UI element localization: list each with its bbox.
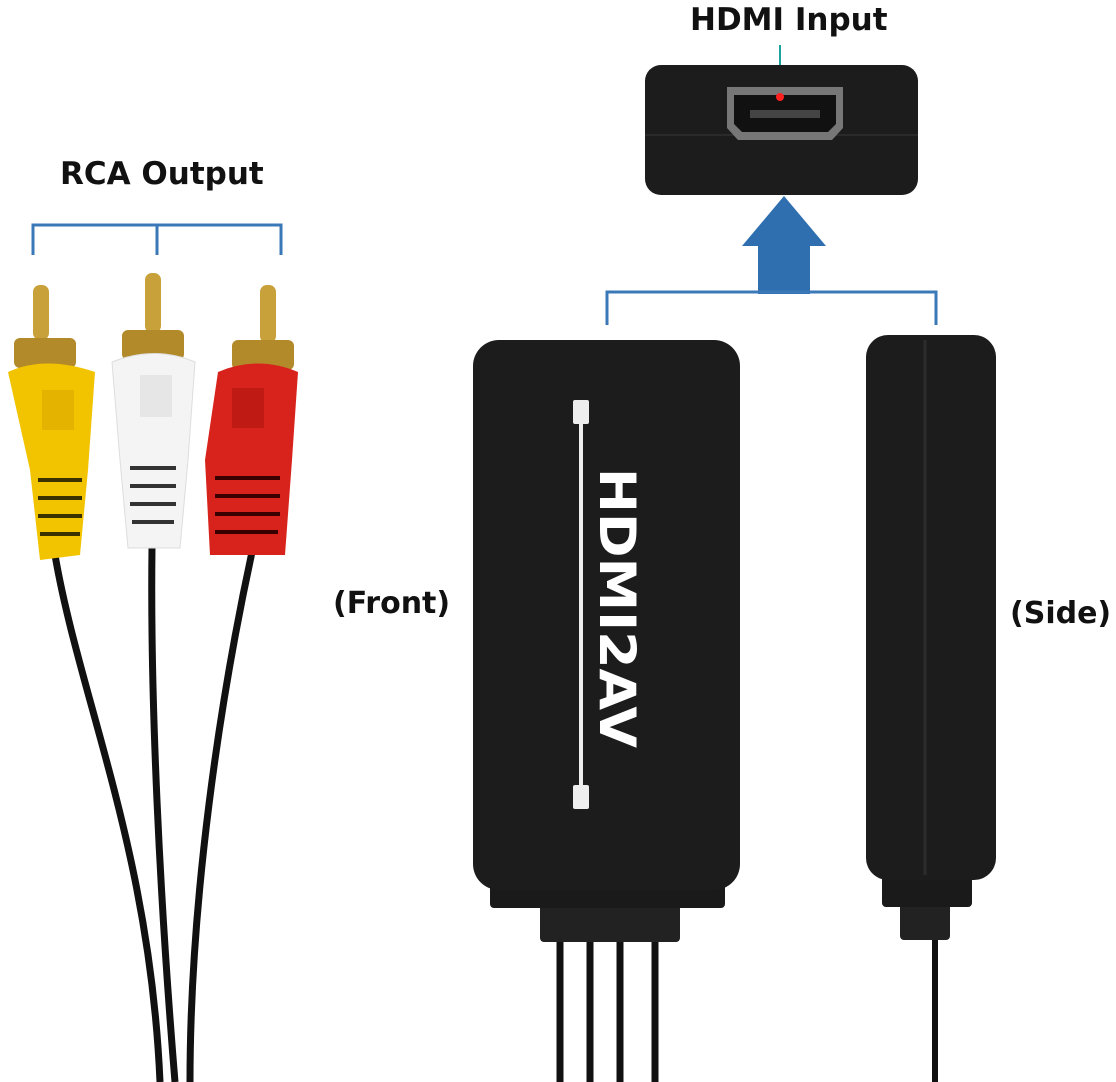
rca-cables	[51, 547, 256, 1082]
hdmi-input-port-view	[645, 45, 918, 195]
indicator-led	[776, 93, 784, 101]
device-bracket	[605, 290, 938, 325]
rca-plug-red	[205, 285, 298, 555]
front-label: (Front)	[333, 586, 451, 621]
rca-output-label: RCA Output	[60, 156, 264, 192]
rca-plug-white	[111, 273, 196, 549]
device-front-view: HDMI2AV	[473, 340, 740, 1082]
rca-plug-yellow	[8, 285, 95, 560]
arrow-up-icon	[742, 196, 826, 294]
rca-bracket	[31, 223, 283, 255]
device-side-view	[866, 335, 996, 1082]
hdmi-input-label: HDMI Input	[690, 2, 888, 38]
side-label: (Side)	[1010, 596, 1112, 631]
device-logo: HDMI2AV	[588, 468, 646, 748]
